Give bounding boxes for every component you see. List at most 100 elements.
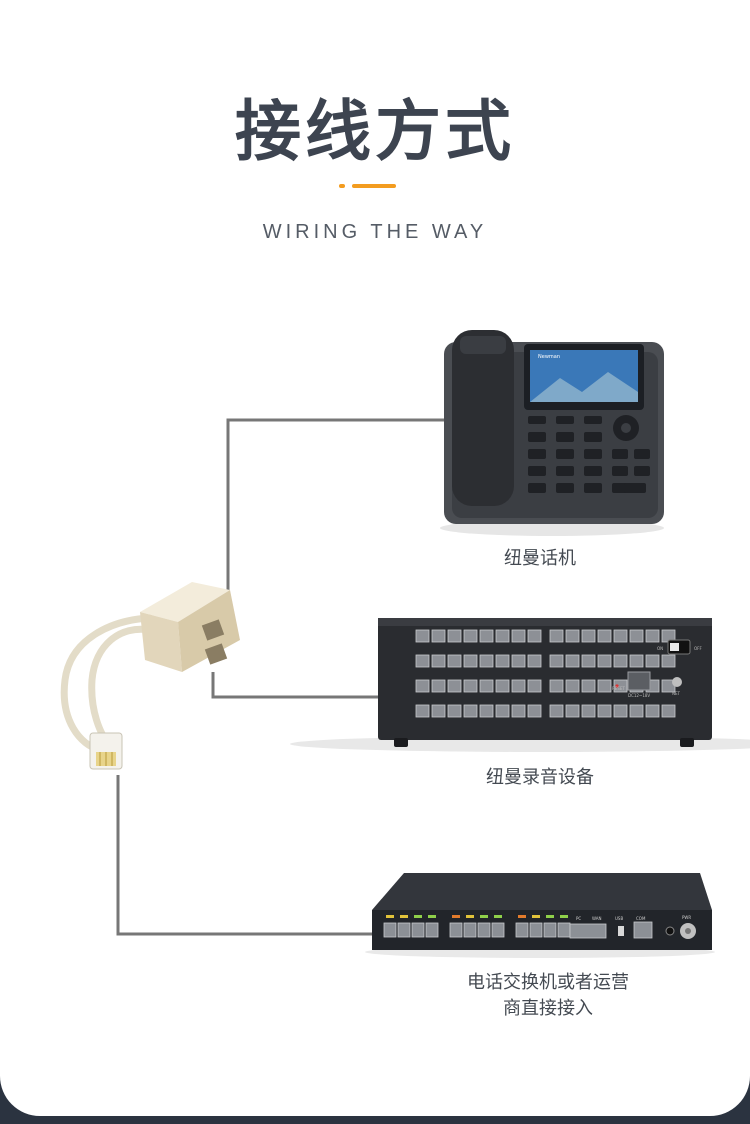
rj11-port [463, 654, 478, 668]
rj11-port [565, 629, 580, 643]
rj11-port [549, 629, 564, 643]
switch-port [397, 922, 411, 938]
rj11-port [629, 654, 644, 668]
rj11-port [527, 704, 542, 718]
rj11-port [479, 704, 494, 718]
port-led [386, 915, 394, 918]
dc-label: DC12~18V [628, 693, 650, 698]
port-led [560, 915, 568, 918]
rj11-port [463, 704, 478, 718]
wires [116, 418, 444, 936]
rj11-port [629, 629, 644, 643]
switch-port [411, 922, 425, 938]
wire-to-recorder [211, 672, 380, 699]
rj11-port [565, 704, 580, 718]
port-led [532, 915, 540, 918]
rj11-port [549, 679, 564, 693]
rj11-port [613, 654, 628, 668]
switch-port [491, 922, 505, 938]
rj11-port [495, 629, 510, 643]
switch-port [463, 922, 477, 938]
rj11-port [447, 654, 462, 668]
switch-port [557, 922, 571, 938]
phone-brand-text: Newman [538, 354, 560, 360]
reset-label: RESET [612, 686, 625, 691]
rj11-port [527, 654, 542, 668]
net-label: NET [672, 691, 681, 696]
rj11-port [511, 704, 526, 718]
rj11-port [511, 679, 526, 693]
rj11-port [645, 629, 660, 643]
rj11-port [661, 704, 676, 718]
accent-bar [352, 184, 396, 188]
pc-label: PC [576, 916, 581, 921]
rj11-port [495, 679, 510, 693]
page-subtitle: WIRING THE WAY [262, 221, 488, 243]
rj11-port [645, 704, 660, 718]
pbx-switch-icon: PC WAN USB COM PWR [365, 873, 715, 958]
rj11-port [447, 679, 462, 693]
wire-to-phone [226, 418, 444, 590]
port-led [452, 915, 460, 918]
rj11-port [495, 704, 510, 718]
rj11-port [581, 704, 596, 718]
rj11-port [431, 704, 446, 718]
phone-caption: 纽曼话机 [504, 548, 576, 569]
rj11-port [527, 679, 542, 693]
rj11-port [479, 679, 494, 693]
port-led [428, 915, 436, 918]
rj11-port [613, 679, 628, 693]
rj11-port [415, 629, 430, 643]
pwr-label: PWR [682, 915, 691, 920]
port-led [466, 915, 474, 918]
rj11-port [549, 704, 564, 718]
rj11-port [479, 629, 494, 643]
rj11-port [495, 654, 510, 668]
rj11-port [431, 654, 446, 668]
wire-to-switch [116, 775, 384, 936]
rj11-port [431, 629, 446, 643]
switch-port [515, 922, 529, 938]
rj11-port [597, 629, 612, 643]
rj11-port [447, 704, 462, 718]
switch-caption-line1: 电话交换机或者运营 [467, 972, 629, 993]
rj11-port [431, 679, 446, 693]
rj11-port [463, 679, 478, 693]
switch-port [529, 922, 543, 938]
rj11-port [629, 704, 644, 718]
port-led [494, 915, 502, 918]
switch-port [449, 922, 463, 938]
accent-dot [339, 184, 345, 188]
wan-label: WAN [592, 916, 601, 921]
usb-label: USB [615, 916, 623, 921]
rj11-port [565, 654, 580, 668]
rj11-port [549, 654, 564, 668]
port-led [546, 915, 554, 918]
switch-caption-line2: 商直接接入 [503, 998, 593, 1019]
switch-port [477, 922, 491, 938]
rj11-port [511, 654, 526, 668]
rj11-port [415, 654, 430, 668]
rj11-port [613, 704, 628, 718]
off-label: OFF [694, 646, 702, 651]
rj11-port [581, 629, 596, 643]
on-label: ON [657, 646, 663, 651]
rj11-port [511, 629, 526, 643]
rj11-port [597, 679, 612, 693]
rj11-port [415, 704, 430, 718]
switch-port [543, 922, 557, 938]
rj11-port [597, 654, 612, 668]
switch-port [425, 922, 439, 938]
rj11-port [645, 654, 660, 668]
rj11-port [415, 679, 430, 693]
rj11-port [661, 654, 676, 668]
switch-port-array [383, 915, 571, 938]
rj11-port [565, 679, 580, 693]
recording-device-icon: RESET DC12~18V ON OFF NET [290, 618, 750, 752]
com-label: COM [636, 916, 646, 921]
port-led [518, 915, 526, 918]
port-led [480, 915, 488, 918]
port-led [414, 915, 422, 918]
ip-phone-icon: Newman [440, 330, 664, 536]
